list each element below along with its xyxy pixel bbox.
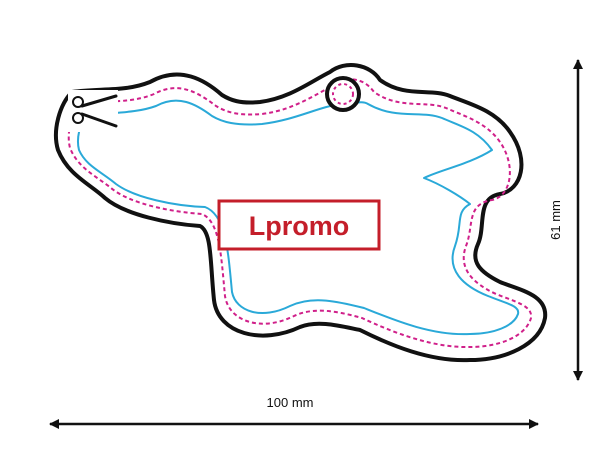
logo-frame <box>217 199 381 251</box>
hole-icon <box>325 76 361 112</box>
width-dimension: 100 mm <box>49 395 539 429</box>
height-dimension: 61 mm <box>548 59 583 381</box>
logo-text: Lpromo <box>249 211 350 241</box>
bleed-line <box>67 78 533 349</box>
height-dimension-label: 61 mm <box>548 200 563 240</box>
width-dimension-label: 100 mm <box>267 395 314 410</box>
logo: Lpromo <box>217 199 381 251</box>
scissors-icon <box>68 90 118 132</box>
